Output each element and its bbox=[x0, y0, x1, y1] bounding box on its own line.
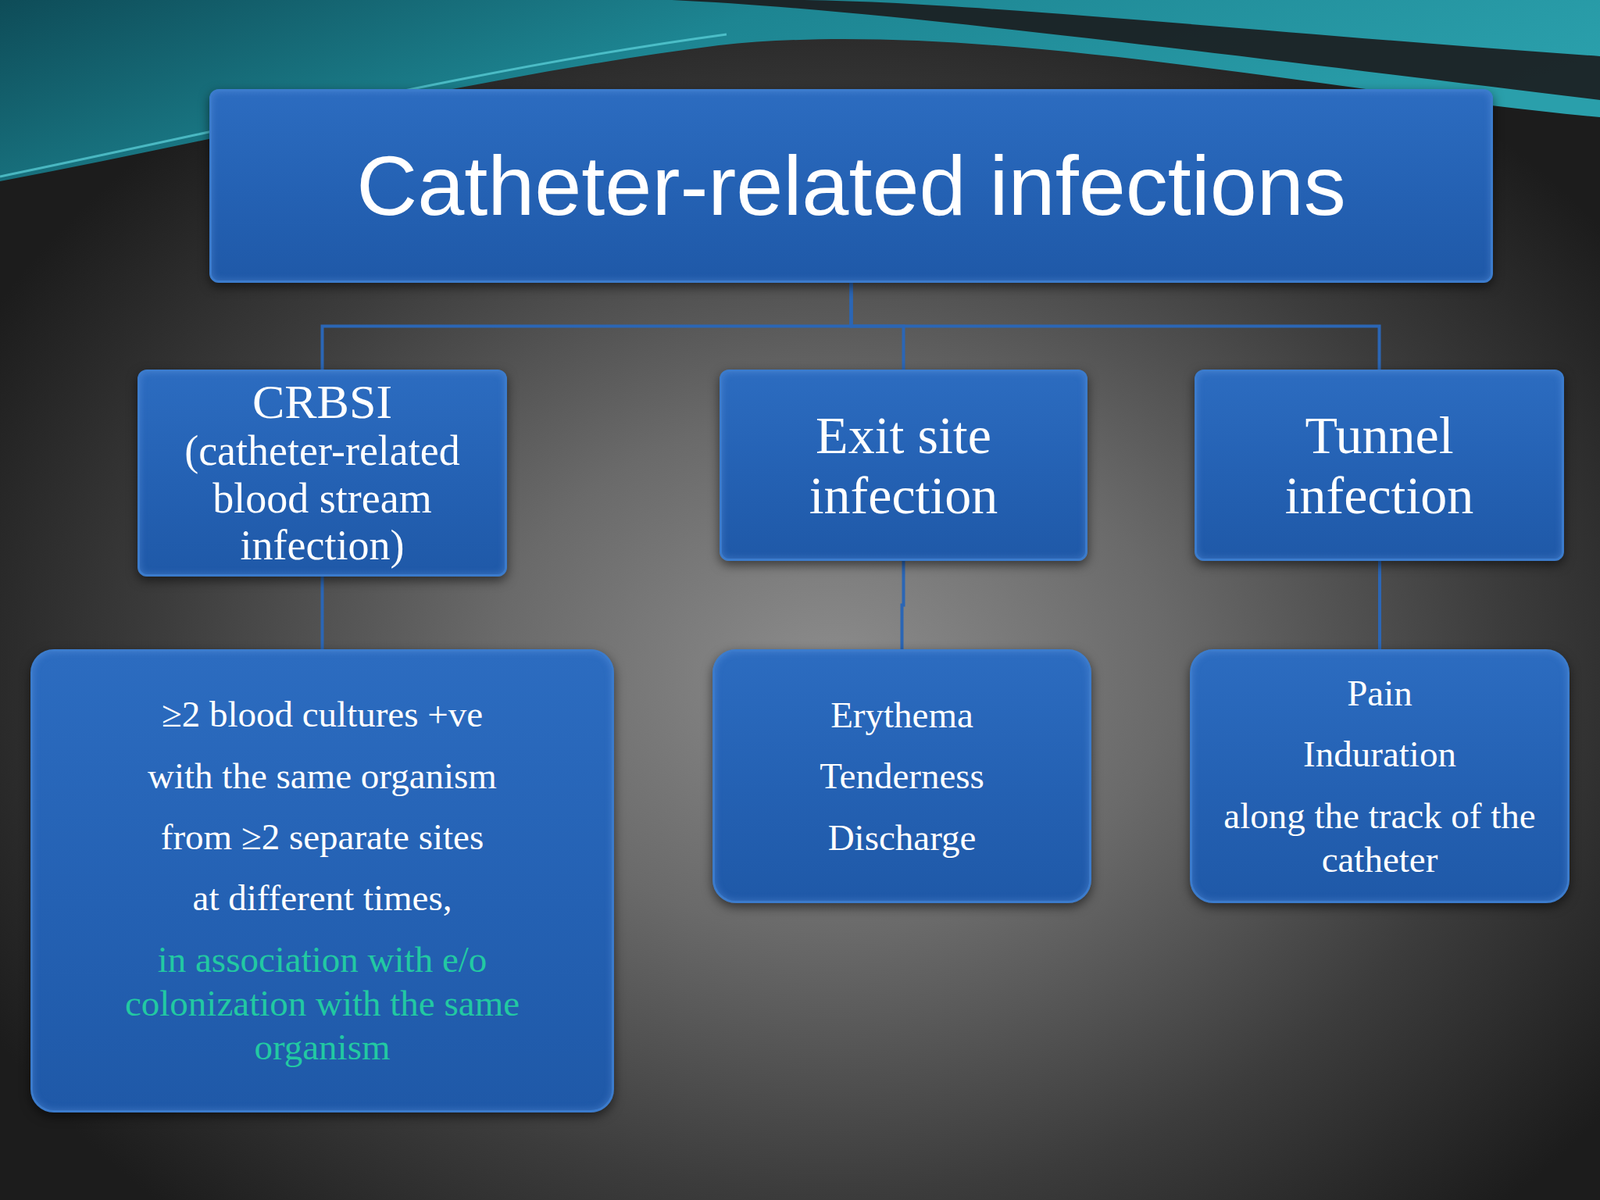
dark-swoosh bbox=[671, 0, 1600, 100]
box-text: (catheter-related blood stream infection… bbox=[149, 427, 496, 569]
box-text: Erythema bbox=[830, 692, 974, 737]
box-text: ≥2 blood cultures +ve bbox=[161, 692, 483, 736]
box-text: in association with e/o colonization wit… bbox=[72, 937, 573, 1070]
box-text: Discharge bbox=[828, 815, 977, 860]
box-text: Catheter-related infections bbox=[356, 139, 1347, 233]
box-text: Tunnel infection bbox=[1212, 405, 1547, 525]
box-heading: CRBSI bbox=[252, 376, 393, 428]
category-box: Tunnel infection bbox=[1194, 369, 1565, 561]
box-text: Induration bbox=[1303, 732, 1457, 776]
criteria-box: ≥2 blood cultures +ve with the same organ… bbox=[30, 649, 615, 1113]
box-text: Exit site infection bbox=[737, 405, 1070, 525]
signs-box: ErythemaTendernessDischarge bbox=[712, 649, 1092, 904]
category-box: Exit site infection bbox=[719, 369, 1088, 561]
tree-connector bbox=[1378, 560, 1382, 650]
box-text: Tenderness bbox=[819, 753, 985, 798]
box-text: from ≥2 separate sites bbox=[160, 814, 484, 859]
tree-connector bbox=[321, 576, 325, 650]
tree-connector bbox=[322, 282, 852, 370]
category-box: CRBSI(catheter-related blood stream infe… bbox=[137, 369, 508, 577]
box-text: along the track of the catheter bbox=[1215, 793, 1544, 883]
tree-connector bbox=[851, 282, 1380, 370]
tree-connector bbox=[902, 560, 904, 650]
box-text: Pain bbox=[1346, 671, 1413, 715]
signs-box: PainInduration along the track of the cat… bbox=[1189, 649, 1570, 904]
box-text: at different times, bbox=[192, 875, 453, 920]
box-text: with the same organism bbox=[147, 753, 497, 798]
title-box: Catheter-related infections bbox=[209, 89, 1493, 283]
